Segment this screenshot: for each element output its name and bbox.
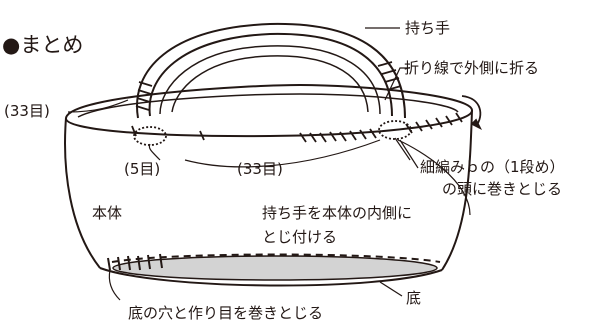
handle-stitches bbox=[135, 61, 402, 111]
handle bbox=[136, 22, 406, 119]
label-base: 底 bbox=[406, 289, 421, 307]
attach-markers bbox=[133, 120, 412, 146]
basket-base bbox=[111, 253, 441, 281]
rim-stitches bbox=[131, 112, 463, 143]
label-base-note: 底の穴と作り目を巻きとじる bbox=[128, 304, 323, 322]
base-stitches bbox=[107, 253, 163, 271]
label-edge-line1: 細編みｂの（1段め） bbox=[420, 158, 565, 176]
fold-arrow bbox=[461, 95, 483, 131]
leader-lines bbox=[67, 27, 471, 301]
label-front-count: (33目) bbox=[237, 160, 283, 178]
basket-body bbox=[64, 83, 473, 287]
label-attach-line2: とじ付ける bbox=[262, 228, 337, 246]
label-handle-count: (5目) bbox=[124, 160, 160, 178]
label-body: 本体 bbox=[92, 204, 122, 222]
label-fold-line: 折り線で外側に折る bbox=[404, 59, 539, 77]
diagram-title: ●まとめ bbox=[2, 33, 83, 57]
label-attach-line1: 持ち手を本体の内側に bbox=[262, 204, 412, 222]
label-side-count: (33目) bbox=[4, 102, 50, 120]
label-handle: 持ち手 bbox=[405, 19, 450, 37]
label-edge-line2: の頭に巻きとじる bbox=[442, 180, 562, 198]
